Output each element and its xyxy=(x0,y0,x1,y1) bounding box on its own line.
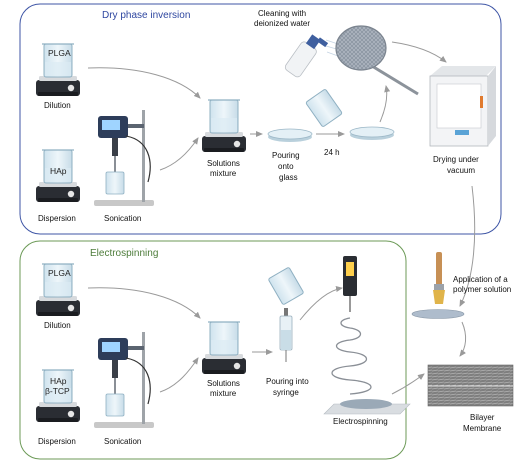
arrow-application-to-bilayer xyxy=(459,321,467,357)
mesh-strainer-icon xyxy=(335,25,419,96)
sonication-label-2: Sonication xyxy=(104,437,141,446)
sonicator-icon-2 xyxy=(93,331,155,429)
vacuum-oven-icon xyxy=(429,66,496,147)
hap-stirrer-icon xyxy=(35,149,81,203)
bilayer-label-2: Membrane xyxy=(463,424,502,433)
arrow-dish-to-cleaning xyxy=(379,85,391,123)
pouring-beaker-icon xyxy=(305,89,343,127)
arrow-sonication-to-mixture-2 xyxy=(159,357,199,393)
dilution-label-2: Dilution xyxy=(44,321,71,330)
dry-phase-panel xyxy=(19,3,502,235)
pouring-syringe-label-1: Pouring into xyxy=(266,377,309,386)
solutions-mixture-label-2: mixture xyxy=(210,169,237,178)
arrow-oven-to-application xyxy=(459,185,476,307)
plga-beaker-label: PLGA xyxy=(48,48,71,58)
pouring-syringe-label-2: syringe xyxy=(273,388,299,397)
drying-label-2: vacuum xyxy=(447,166,475,175)
cleaning-label-1: Cleaning with xyxy=(258,9,306,18)
pouring-label-1: Pouring xyxy=(272,151,300,160)
pouring-label-3: glass xyxy=(279,173,298,182)
dispersion-label: Dispersion xyxy=(38,214,76,223)
electrospinning-label: Electrospinning xyxy=(333,417,388,426)
cleaning-label-2: deionized water xyxy=(254,19,310,28)
electrospinning-title: Electrospinning xyxy=(90,248,158,259)
arrow-strainer-to-oven xyxy=(391,41,447,63)
spray-bottle-icon xyxy=(284,34,329,78)
arrow-syringe-to-electrospinning xyxy=(299,286,343,321)
pouring-label-2: onto xyxy=(278,162,294,171)
arrow-sonication-to-mixture xyxy=(159,137,199,171)
petri-dish-icon xyxy=(267,128,313,143)
arrow-dilution-to-mixture-2 xyxy=(87,287,201,319)
hap-beaker-label: HAp xyxy=(50,166,67,176)
pouring-beaker-icon-2 xyxy=(268,267,304,305)
electrospinning-panel xyxy=(19,240,407,460)
arrow-dilution-to-mixture xyxy=(87,67,201,99)
drying-label-1: Drying under xyxy=(433,155,479,164)
dispersion-label-2: Dispersion xyxy=(38,437,76,446)
mixture-stirrer-icon-2 xyxy=(201,321,247,375)
tcp-beaker-label: β-TCP xyxy=(45,386,70,396)
bilayer-label-1: Bilayer xyxy=(470,413,495,422)
solutions-mixture-label-3: Solutions xyxy=(207,379,240,388)
electrospinning-apparatus-icon xyxy=(323,256,411,415)
plga-beaker-label-2: PLGA xyxy=(48,268,71,278)
brush-icon xyxy=(433,252,445,304)
dilution-label: Dilution xyxy=(44,101,71,110)
hap-beaker-label-2: HAp xyxy=(50,376,67,386)
time-label: 24 h xyxy=(324,148,340,157)
application-label-2: polymer solution xyxy=(453,285,511,294)
solutions-mixture-label-4: mixture xyxy=(210,389,237,398)
petri-dish-dried-icon xyxy=(349,126,395,141)
sonication-label: Sonication xyxy=(104,214,141,223)
mixture-stirrer-icon xyxy=(201,99,247,153)
sonicator-icon xyxy=(93,109,155,207)
membrane-disc-icon xyxy=(411,309,465,319)
dry-phase-title: Dry phase inversion xyxy=(102,10,190,21)
application-label-1: Application of a xyxy=(453,275,508,284)
solutions-mixture-label-1: Solutions xyxy=(207,159,240,168)
arrow-electrospinning-to-bilayer xyxy=(391,373,425,395)
syringe-icon xyxy=(279,308,293,362)
